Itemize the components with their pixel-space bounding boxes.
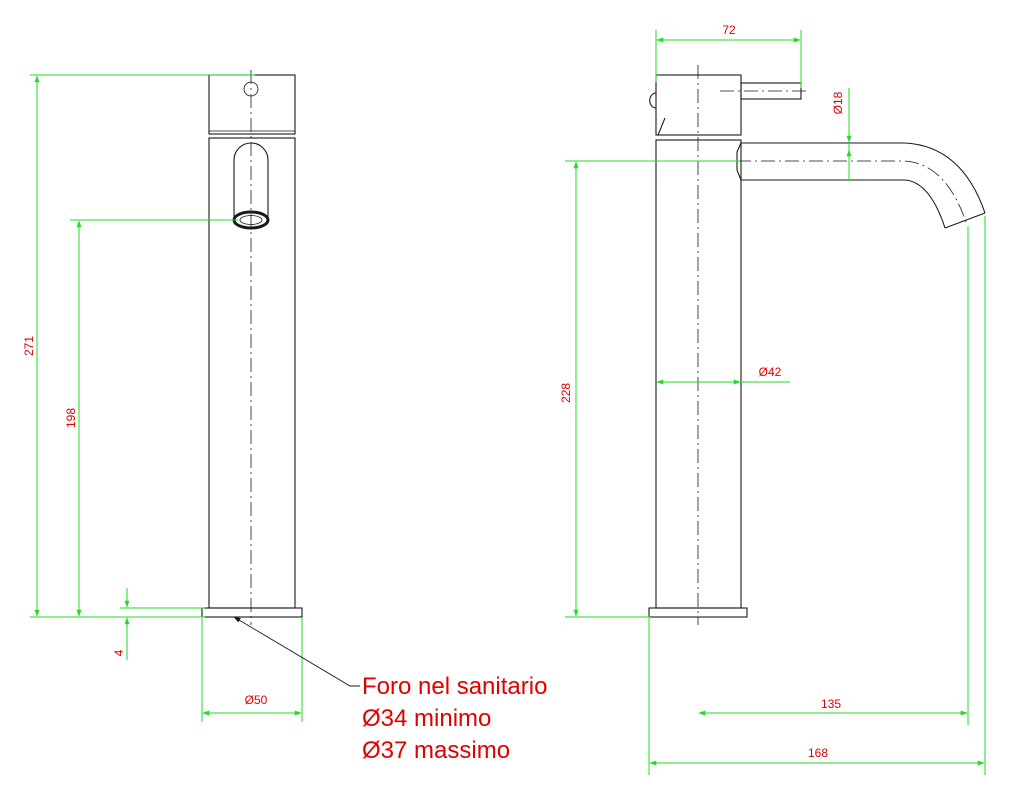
note-line-3: Ø37 massimo bbox=[362, 737, 510, 764]
side-view bbox=[648, 65, 986, 625]
dim-198-label: 198 bbox=[64, 408, 78, 428]
spout bbox=[736, 142, 946, 229]
dim-135-label: 135 bbox=[821, 697, 841, 711]
dim-168-label: 168 bbox=[808, 746, 828, 760]
note-line-1: Foro nel sanitario bbox=[362, 673, 547, 700]
front-handle-cap bbox=[208, 74, 296, 135]
front-dimensions bbox=[30, 74, 303, 722]
front-base bbox=[201, 607, 303, 618]
hole-note: Foro nel sanitario Ø34 minimo Ø37 massim… bbox=[362, 673, 547, 764]
side-body bbox=[655, 139, 742, 609]
dim-271-label: 271 bbox=[22, 336, 36, 356]
note-leader bbox=[233, 616, 360, 687]
side-dimensions bbox=[565, 30, 986, 775]
side-handle-cap bbox=[655, 74, 742, 136]
front-body bbox=[208, 137, 296, 609]
dim-d42-label: Ø42 bbox=[759, 365, 782, 379]
dim-d50-label: Ø50 bbox=[245, 693, 268, 707]
note-line-2: Ø34 minimo bbox=[362, 705, 491, 732]
dim-d18-label: Ø18 bbox=[831, 91, 845, 114]
dim-228-label: 228 bbox=[559, 383, 573, 403]
front-view bbox=[201, 70, 303, 625]
dim-72-label: 72 bbox=[722, 23, 736, 37]
dim-4-label: 4 bbox=[112, 649, 126, 656]
